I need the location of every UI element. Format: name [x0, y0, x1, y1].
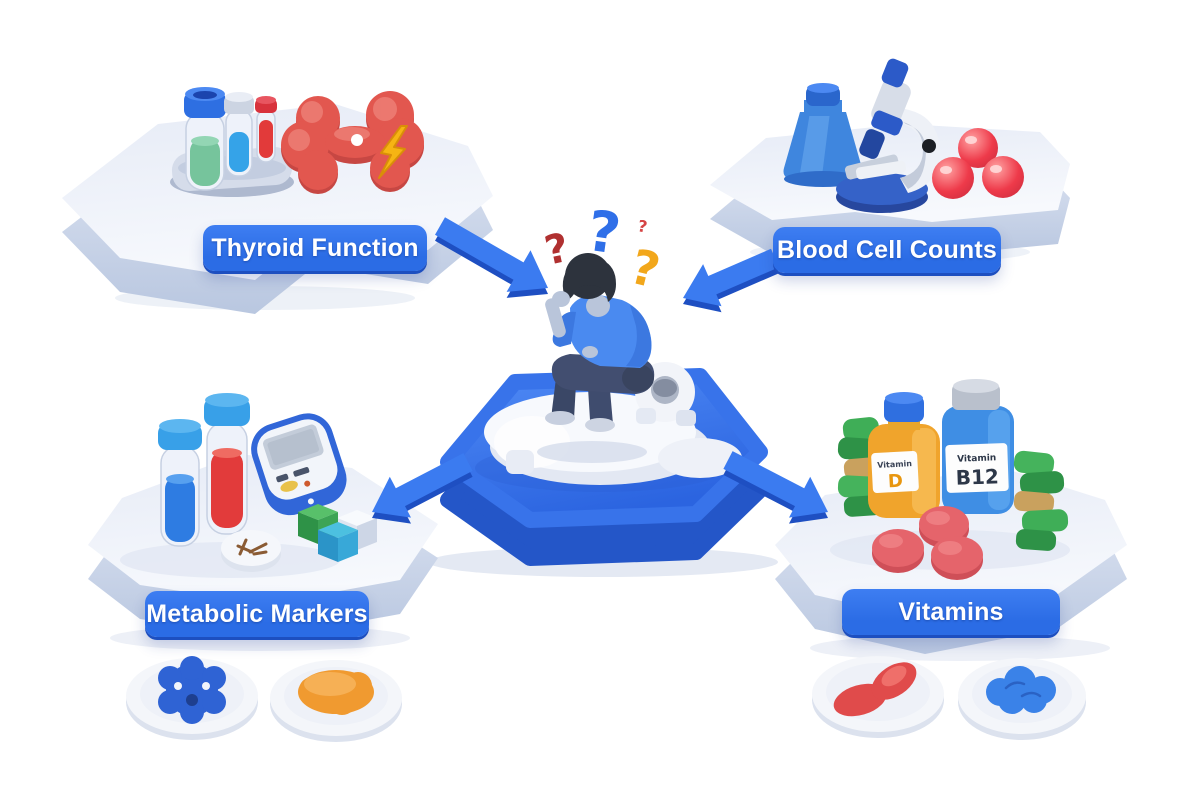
pill-icon — [221, 530, 281, 572]
center-platform: ? ? ? ? — [448, 199, 760, 558]
question-mark-orange: ? — [625, 239, 666, 300]
glucose-meter-icon — [251, 413, 347, 516]
herbal-stack-right-icon — [1013, 450, 1069, 551]
node-label-vitamins: Vitamins — [842, 589, 1060, 635]
arrow-blood-to-center — [683, 248, 779, 313]
test-tubes-icon — [158, 393, 250, 547]
sample-plate-orange-blob — [270, 660, 402, 742]
node-label-blood-cell-counts: Blood Cell Counts — [773, 227, 1001, 273]
vitamin-d-name-text: D — [887, 471, 903, 493]
blocks-icon — [298, 504, 377, 562]
blood-platform — [710, 58, 1070, 256]
fatigued-person-icon — [537, 253, 655, 463]
metabolic-platform — [88, 393, 438, 638]
node-label-metabolic-markers: Metabolic Markers — [145, 591, 369, 637]
thyroid-gland-icon — [281, 91, 424, 194]
supplement-pills-icon — [872, 506, 983, 580]
arrow-thyroid-to-center — [435, 217, 548, 298]
vitamin-d-brand-text: Vitamin — [877, 459, 913, 470]
vitamin-b12-name-text: B12 — [955, 464, 999, 489]
node-label-thyroid-function: Thyroid Function — [203, 225, 427, 271]
vitamins-platform: Vitamin D Vitamin B12 — [775, 379, 1127, 654]
thyroid-platform — [62, 87, 493, 314]
arrow-center-to-vitamins — [723, 451, 828, 524]
microscope-icon — [836, 58, 941, 213]
flask-icon — [783, 83, 863, 187]
red-blood-cells-icon — [932, 128, 1024, 199]
sample-plate-blue-gear — [126, 656, 258, 740]
sample-plate-blue-blob — [958, 658, 1086, 740]
vitamin-d-bottle-icon: Vitamin D — [868, 392, 940, 518]
lightning-bolt-icon — [378, 125, 408, 179]
sample-plate-red-blob — [812, 656, 944, 738]
question-mark-blue: ? — [583, 199, 624, 268]
sample-plates — [126, 656, 1086, 742]
test-tube-rack-icon — [170, 87, 294, 197]
vitamin-b12-bottle-icon: Vitamin B12 — [942, 379, 1014, 514]
question-mark-red: ? — [541, 225, 573, 275]
arrow-center-to-metabolic — [372, 453, 473, 524]
question-mark-small-red: ? — [636, 216, 648, 236]
vitamin-b12-brand-text: Vitamin — [957, 453, 996, 464]
arrows — [372, 217, 828, 524]
